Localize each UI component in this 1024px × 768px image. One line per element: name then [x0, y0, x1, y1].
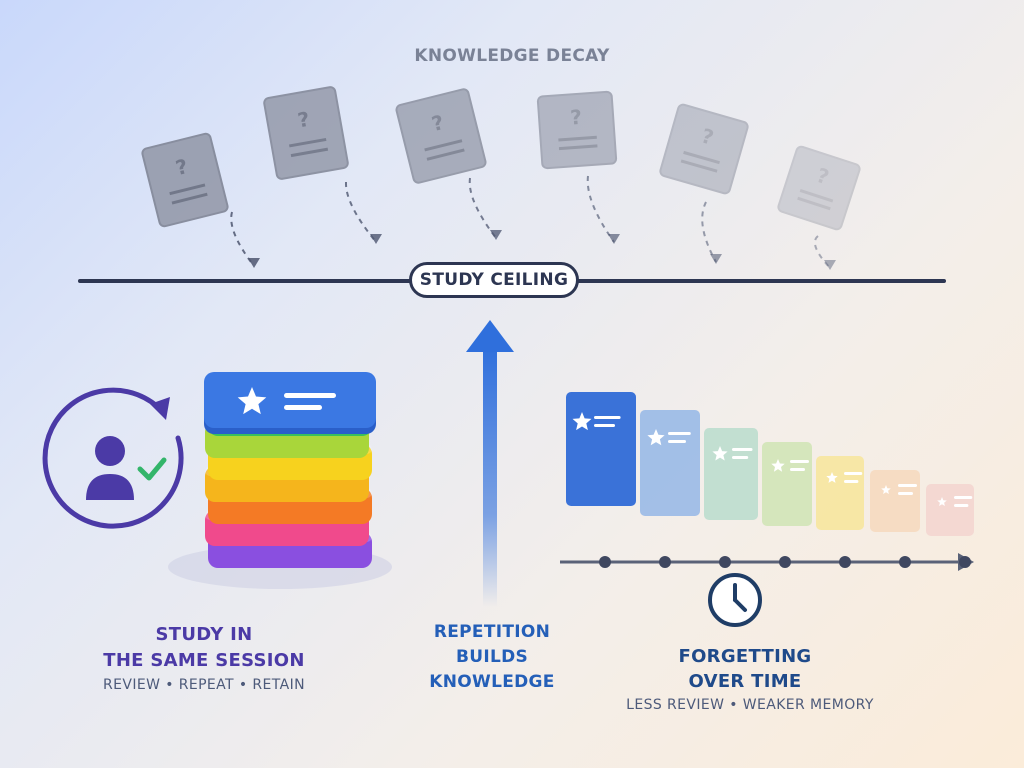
decay-arrows — [230, 175, 836, 270]
star-icon — [881, 485, 891, 494]
star-icon — [937, 497, 947, 506]
question-card: ? — [777, 145, 861, 231]
question-card: ? — [141, 132, 229, 228]
decay-arrow — [230, 211, 255, 267]
top-flashcard — [204, 372, 376, 434]
decay-arrow — [586, 175, 615, 243]
fading-flashcard — [566, 392, 636, 506]
timeline-dot — [659, 556, 671, 568]
decay-arrow — [468, 177, 497, 239]
timeline-dot — [899, 556, 911, 568]
fading-flashcard — [762, 442, 812, 526]
question-mark-glyph: ? — [296, 107, 312, 133]
star-icon — [712, 446, 728, 461]
timeline — [560, 553, 974, 571]
left-title-line1: STUDY IN — [155, 624, 253, 645]
question-card: ? — [659, 103, 749, 195]
star-icon — [771, 459, 785, 472]
review-cycle-icon — [42, 387, 184, 529]
center-label-line3: KNOWLEDGE — [429, 672, 555, 692]
question-card: ? — [395, 88, 487, 184]
cycle-arrow-icon — [150, 397, 170, 420]
star-icon — [647, 429, 665, 446]
decaying-question-cards: ?????? — [141, 86, 861, 231]
decay-arrow — [344, 181, 377, 243]
left-subtitle: REVIEW • REPEAT • RETAIN — [102, 677, 305, 693]
star-icon — [572, 412, 592, 431]
question-card: ? — [263, 86, 349, 180]
decay-arrow — [814, 235, 831, 269]
question-mark-glyph: ? — [569, 105, 582, 130]
right-title-line1: FORGETTING — [678, 646, 812, 667]
check-icon — [137, 457, 167, 481]
fading-flashcard — [926, 484, 974, 536]
question-mark-glyph: ? — [173, 154, 190, 180]
timeline-dot — [779, 556, 791, 568]
flashcard-stack-icon — [204, 372, 376, 568]
study-ceiling-label: STUDY CEILING — [409, 262, 579, 298]
fading-flashcards — [566, 392, 974, 536]
fading-flashcard — [640, 410, 700, 516]
timeline-dot — [839, 556, 851, 568]
left-title-line2: THE SAME SESSION — [103, 650, 305, 671]
center-label-line2: BUILDS — [455, 647, 529, 667]
timeline-dot — [719, 556, 731, 568]
timeline-dot — [599, 556, 611, 568]
clock-icon — [708, 573, 762, 627]
fading-flashcard — [704, 428, 758, 520]
right-title-line2: OVER TIME — [688, 671, 802, 692]
star-icon — [237, 387, 267, 415]
fading-flashcard — [816, 456, 864, 530]
question-mark-glyph: ? — [429, 110, 446, 136]
fading-flashcard — [870, 470, 920, 532]
timeline-dot — [959, 556, 971, 568]
knowledge-decay-title: KNOWLEDGE DECAY — [414, 46, 610, 66]
question-card: ? — [536, 90, 618, 170]
star-icon — [826, 472, 838, 483]
repetition-arrow — [466, 320, 514, 607]
center-label-line1: REPETITION — [433, 622, 551, 642]
decay-arrow — [701, 201, 717, 263]
right-subtitle: LESS REVIEW • WEAKER MEMORY — [626, 697, 874, 713]
user-icon — [86, 436, 134, 500]
